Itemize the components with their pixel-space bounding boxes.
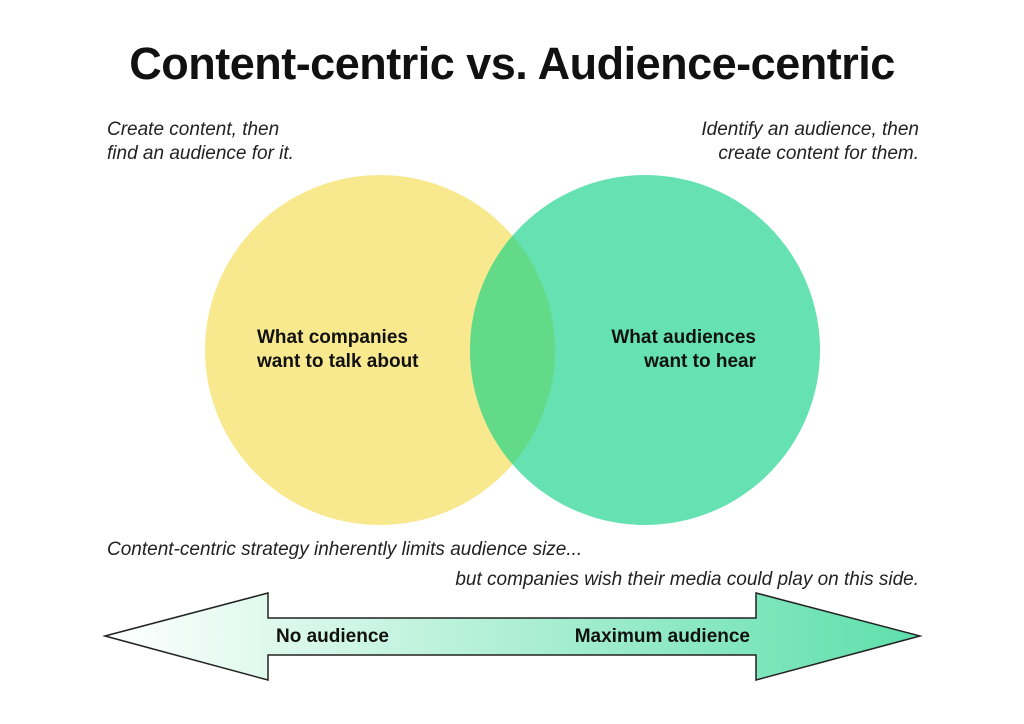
audience-size-arrow: [102, 592, 923, 681]
note-line: Identify an audience, then: [701, 119, 919, 140]
content-centric-description: Create content, then find an audience fo…: [107, 118, 294, 166]
content-circle: [205, 175, 555, 525]
audience-circle: [470, 175, 820, 525]
label-line: What audiences: [611, 327, 756, 348]
audience-circle-label: What audiences want to hear: [611, 326, 756, 374]
bottom-note-limit: Content-centric strategy inherently limi…: [107, 539, 583, 560]
note-line: create content for them.: [718, 143, 919, 164]
maximum-audience-label: Maximum audience: [574, 626, 750, 647]
label-line: What companies: [257, 327, 408, 348]
no-audience-label: No audience: [276, 626, 389, 647]
audience-centric-description: Identify an audience, then create conten…: [701, 118, 919, 166]
label-line: want to hear: [644, 351, 756, 372]
note-line: Create content, then: [107, 119, 280, 140]
note-line: find an audience for it.: [107, 143, 294, 164]
label-line: want to talk about: [257, 351, 419, 372]
content-circle-label: What companies want to talk about: [257, 326, 419, 374]
page-title: Content-centric vs. Audience-centric: [129, 38, 895, 89]
bottom-note-wish: but companies wish their media could pla…: [455, 569, 919, 590]
